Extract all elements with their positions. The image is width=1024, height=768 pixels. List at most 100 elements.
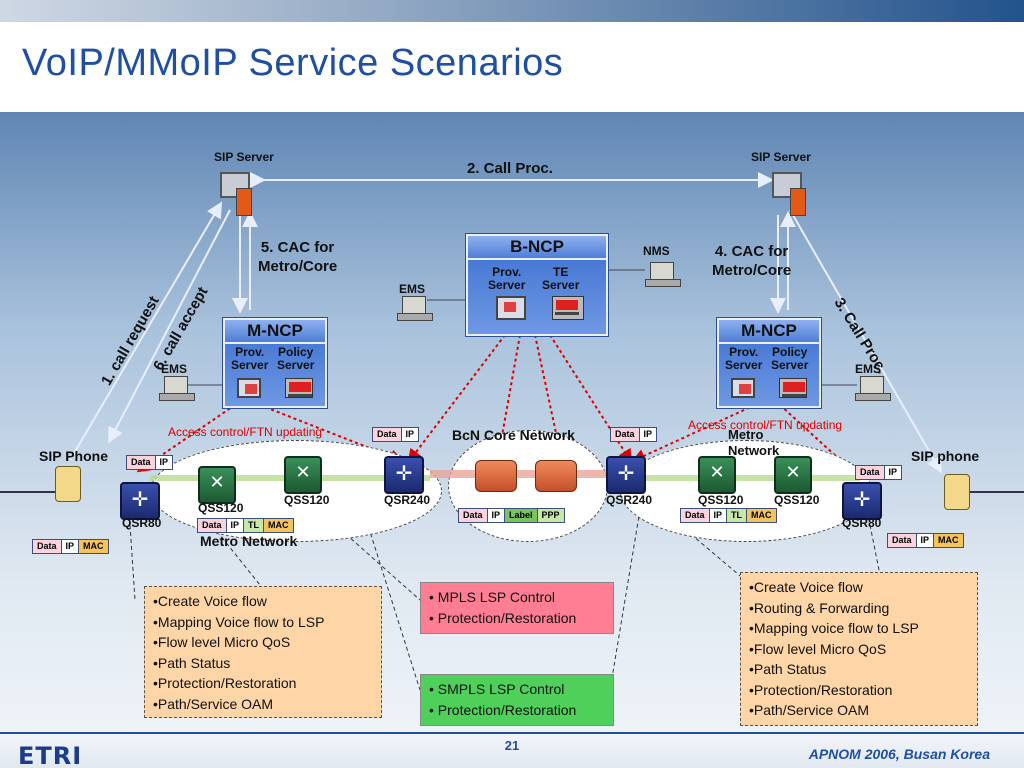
page-number: 21 [504, 738, 520, 753]
pkt-field-ip: IP [709, 509, 728, 522]
sip-phone-left-icon [55, 466, 81, 502]
m-ncp-right-policy-server-icon [779, 378, 807, 398]
m-ncp-left-policy-server-icon [285, 378, 313, 398]
m-ncp-right-policy-label: Policy Server [771, 345, 809, 372]
function-item: •Mapping voice flow to LSP [749, 620, 919, 636]
ems-top-icon [397, 296, 433, 321]
function-item: •Path Status [749, 661, 827, 677]
pkt-field-data: Data [198, 519, 227, 532]
footer-divider [0, 732, 1024, 734]
qsr80-left-label: QSR80 [122, 516, 162, 530]
sip-server-left-label: SIP Server [214, 150, 274, 164]
b-ncp-prov-label: Prov. Server [488, 265, 526, 292]
pkt-field-data: Data [459, 509, 488, 522]
pkt-field-ip: IP [226, 519, 245, 532]
bcn-core-cloud [448, 430, 608, 542]
qss120-right1-label: QSS120 [698, 493, 744, 507]
pkt-field-ip: IP [155, 456, 173, 469]
pkt-field-ip: IP [639, 428, 657, 441]
ems-top-label: EMS [399, 282, 426, 296]
qss120-left1-switch [198, 466, 236, 504]
core-link [430, 470, 630, 478]
metro-network-left-label: Metro Network [200, 533, 298, 549]
m-ncp-left-policy-label: Policy Server [277, 345, 315, 372]
te-server-icon [552, 296, 584, 320]
conference-label: APNOM 2006, Busan Korea [808, 746, 990, 762]
pkt-field-ip: IP [916, 534, 935, 547]
qsr80-right-router [842, 482, 882, 520]
b-ncp-te-label: TE Server [542, 265, 580, 292]
function-item: •Protection/Restoration [749, 681, 893, 698]
pkt-field-mac: MAC [747, 509, 776, 522]
m-ncp-left-prov-server-icon [237, 378, 261, 398]
cac-left-label: 5. CAC for Metro/Core [258, 239, 338, 275]
function-item: •Flow level Micro QoS [153, 634, 291, 650]
m-ncp-left-prov-label: Prov. Server [231, 345, 269, 372]
qss120-left2-switch [284, 456, 322, 494]
m-ncp-left-title: M-NCP [225, 320, 325, 344]
cac-right-label: 4. CAC for Metro/Core [712, 243, 792, 279]
qss120-left1-label: QSS120 [198, 501, 244, 515]
core-router-right [535, 460, 577, 492]
sip-phone-left-label: SIP Phone [39, 448, 108, 464]
m-ncp-right-prov-label: Prov. Server [725, 345, 763, 372]
pkt-field-data: Data [888, 534, 917, 547]
function-item: •Create Voice flow [153, 593, 267, 609]
function-item: •Create Voice flow [749, 579, 863, 595]
function-box-left: •Create Voice flow •Mapping Voice flow t… [144, 586, 382, 718]
qsr240-left-label: QSR240 [384, 493, 431, 507]
b-ncp-panel: B-NCP Prov. Server TE Server [466, 234, 608, 336]
function-item: •Flow level Micro QoS [749, 640, 887, 657]
smpls-item: • Protection/Restoration [429, 701, 577, 718]
access-control-right-label: Access control/FTN updating [688, 418, 843, 432]
sip-phone-right-icon [944, 474, 970, 510]
qsr240-right-router [606, 456, 646, 494]
pkt-field-ip: IP [884, 466, 902, 479]
pkt-field-data: Data [611, 428, 640, 441]
pkt-field-tl: TL [727, 509, 748, 522]
function-item: •Routing & Forwarding [749, 599, 890, 616]
qss120-left2-label: QSS120 [284, 493, 330, 507]
sip-phone-right-label: SIP phone [911, 448, 980, 464]
pkt-field-mac: MAC [934, 534, 963, 547]
function-item: •Path Status [153, 654, 231, 671]
sip-server-left-icon [220, 172, 250, 198]
metro-link-right [630, 475, 860, 481]
metro-network-right-label: Metro Network [728, 427, 780, 458]
m-ncp-right-prov-server-icon [731, 378, 755, 398]
footer [0, 732, 1024, 768]
pkt-field-tl: TL [244, 519, 265, 532]
bcn-core-network-label: BcN Core Network [452, 427, 575, 443]
b-ncp-title: B-NCP [468, 236, 606, 260]
sip-server-left-tower-icon [236, 188, 252, 216]
nms-icon [645, 262, 681, 287]
nms-label: NMS [643, 244, 670, 258]
qsr240-right-label: QSR240 [606, 493, 653, 507]
mpls-item: • MPLS LSP Control [429, 589, 556, 605]
mpls-control-box: • MPLS LSP Control • Protection/Restorat… [420, 582, 614, 634]
function-item: •Path/Service OAM [153, 695, 274, 712]
m-ncp-right-title: M-NCP [719, 320, 819, 344]
ems-right-label: EMS [855, 362, 882, 376]
pkt-field-data: Data [127, 456, 156, 469]
sip-server-right-icon [772, 172, 802, 198]
pkt-field-label: Label [505, 509, 538, 522]
pkt-field-ppp: PPP [537, 509, 564, 522]
ems-right-icon [855, 376, 891, 401]
sip-server-right-label: SIP Server [751, 150, 811, 164]
qsr240-left-router [384, 456, 424, 494]
qss120-right2-label: QSS120 [774, 493, 820, 507]
pkt-field-data: Data [33, 540, 62, 553]
pkt-field-data: Data [681, 509, 710, 522]
function-box-right: •Create Voice flow •Routing & Forwarding… [740, 572, 978, 726]
call-proc-top-label: 2. Call Proc. [467, 160, 553, 177]
access-control-left-label: Access control/FTN updating [168, 425, 323, 439]
pkt-field-ip: IP [61, 540, 80, 553]
prov-server-icon [496, 296, 526, 320]
qss120-right2-switch [774, 456, 812, 494]
core-router-left [475, 460, 517, 492]
